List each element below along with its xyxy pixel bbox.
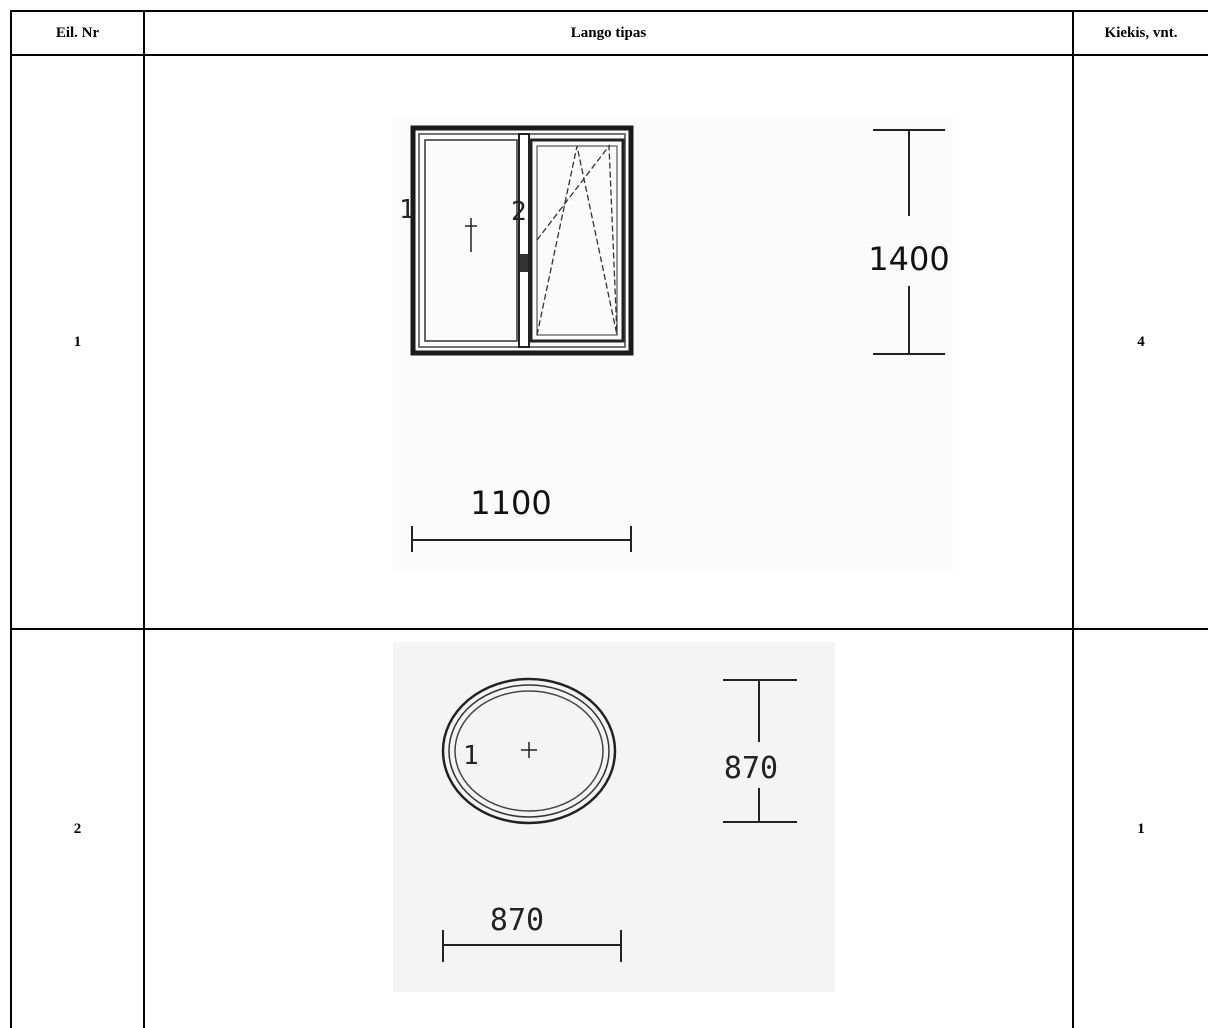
width-dimension-label: 870 [490, 903, 544, 938]
window-drawing-round: 1 870 870 [393, 642, 835, 992]
table-row: 1 [10, 54, 1208, 630]
tilt-turn-sash [529, 138, 625, 343]
table-row: 2 1 8 [10, 628, 1208, 1028]
sash-label-1: 1 [463, 741, 479, 771]
header-window-type: Lango tipas [143, 10, 1074, 56]
sash-label-2: 2 [511, 197, 527, 227]
row-number: 1 [10, 54, 145, 630]
row-quantity: 1 [1072, 628, 1208, 1028]
row-quantity: 4 [1072, 54, 1208, 630]
window-drawing-cell: 1 2 1400 1100 [143, 54, 1074, 630]
window-frame [410, 125, 634, 356]
row-number: 2 [10, 628, 145, 1028]
height-dimension-label: 870 [724, 751, 778, 786]
header-row: Eil. Nr Lango tipas Kiekis, vnt. [10, 10, 1208, 56]
window-drawing-cell: 1 870 870 [143, 628, 1074, 1028]
window-drawing-rectangular: 1 2 1400 1100 [393, 116, 953, 571]
fixed-sash [424, 139, 518, 342]
sash-label-1: 1 [399, 195, 415, 225]
header-quantity: Kiekis, vnt. [1072, 10, 1208, 56]
round-frame [441, 677, 617, 825]
height-dimension-label: 1400 [868, 240, 949, 278]
width-dimension-label: 1100 [470, 484, 551, 522]
window-spec-table: Eil. Nr Lango tipas Kiekis, vnt. 1 [10, 10, 1208, 1028]
header-nr: Eil. Nr [10, 10, 145, 56]
